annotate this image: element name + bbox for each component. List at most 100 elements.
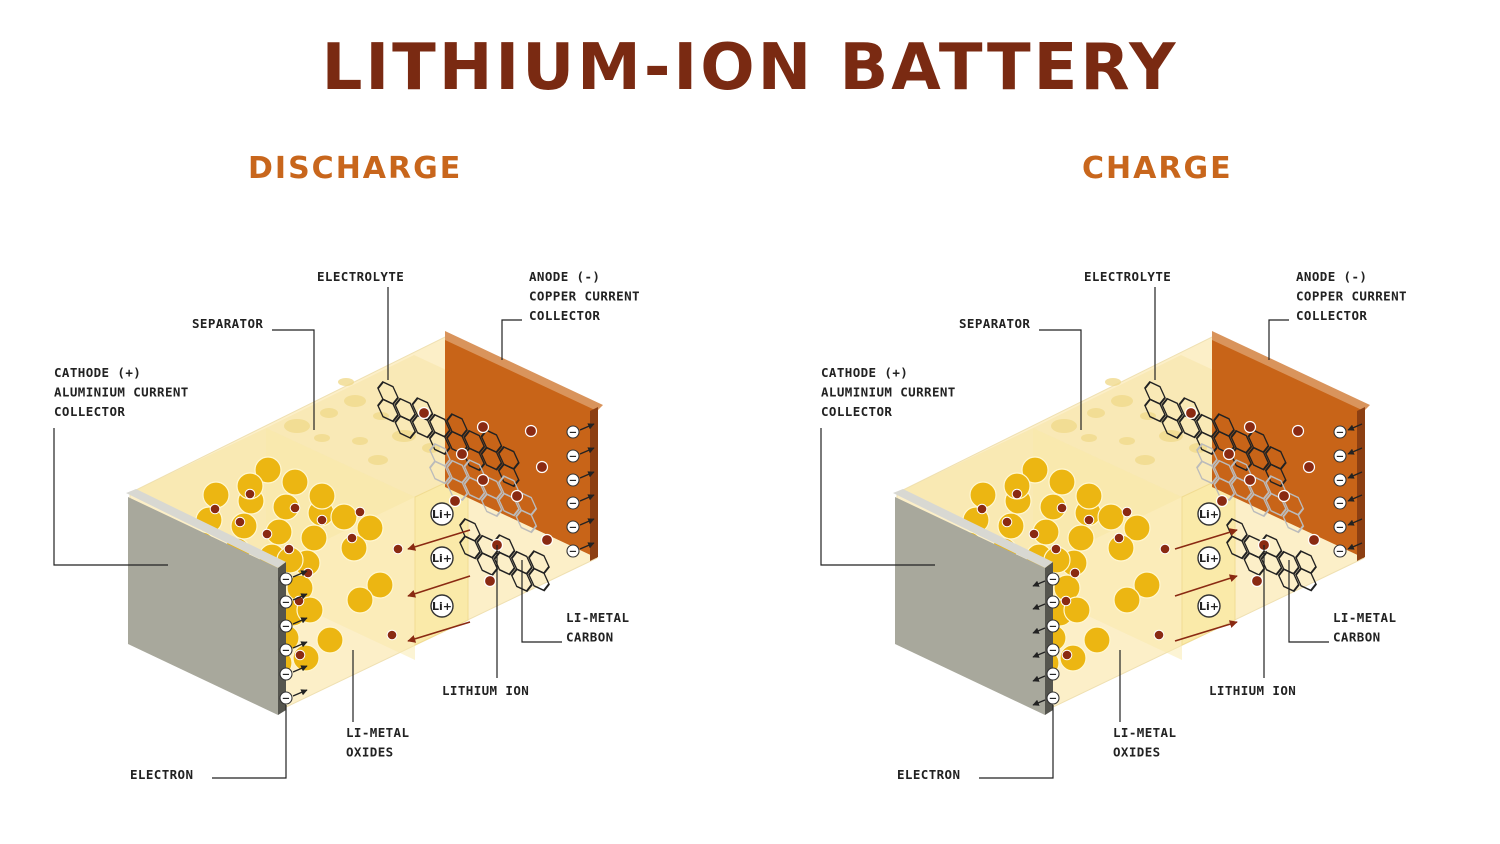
lithium-atom-cathode — [1029, 529, 1039, 539]
electron-cathode-label: − — [1049, 575, 1057, 586]
electron-leader — [212, 705, 286, 778]
lithium-atom-anode — [1293, 426, 1304, 437]
lithium-atom-cathode — [355, 507, 365, 517]
li-metal-oxides-label: LI-METAL — [346, 725, 409, 740]
electron-cathode-label: − — [1049, 622, 1057, 633]
lithium-ion-symbol-label: Li+ — [1199, 552, 1219, 565]
li-metal-oxide-particle — [998, 513, 1024, 539]
cathode-label: ALUMINIUM CURRENT — [54, 385, 189, 400]
lithium-ion-symbol-label: Li+ — [1199, 600, 1219, 613]
bubble — [368, 455, 388, 465]
electron-cathode-label: − — [1049, 646, 1057, 657]
lithium-atom-anode — [512, 491, 523, 502]
bubble — [1135, 455, 1155, 465]
electron-cathode-label: − — [1049, 598, 1057, 609]
lithium-atom-cathode — [1114, 533, 1124, 543]
lithium-atom-anode — [1224, 449, 1235, 460]
li-metal-oxide-particle — [1084, 627, 1110, 653]
lithium-atom-cathode — [347, 533, 357, 543]
lithium-atom-anode — [1245, 422, 1256, 433]
lithium-atom-cathode — [1122, 507, 1132, 517]
lithium-atom-cathode — [1002, 517, 1012, 527]
electron-leader — [979, 705, 1053, 778]
electron-anode-label: − — [1336, 476, 1344, 487]
bubble — [314, 434, 330, 442]
li-metal-oxide-particle — [1049, 469, 1075, 495]
anode-collector-side-edge — [1357, 407, 1365, 561]
li-metal-oxides-label: OXIDES — [346, 745, 394, 760]
lithium-atom-anode — [1279, 491, 1290, 502]
separator-label: SEPARATOR — [192, 316, 263, 331]
lithium-atom-anode — [450, 496, 461, 507]
anode-leader — [502, 320, 522, 360]
li-metal-oxide-particle — [231, 513, 257, 539]
lithium-ion-label: LITHIUM ION — [442, 683, 529, 698]
lithium-atom-cathode — [1051, 544, 1061, 554]
electron-label: ELECTRON — [897, 767, 960, 782]
lithium-atom-anode — [478, 422, 489, 433]
electrolyte-label: ELECTROLYTE — [1084, 269, 1171, 284]
cathode-label: ALUMINIUM CURRENT — [821, 385, 956, 400]
lithium-atom-cathode — [1084, 515, 1094, 525]
electron-anode-label: − — [569, 547, 577, 558]
anode-label: COPPER CURRENT — [529, 289, 640, 304]
lithium-atom-cathode — [262, 529, 272, 539]
li-metal-oxide-particle — [282, 469, 308, 495]
cathode-label: COLLECTOR — [54, 404, 125, 419]
lithium-atom-anode — [478, 475, 489, 486]
anode-collector-side-edge — [590, 407, 598, 561]
li-metal-carbon-label: CARBON — [1333, 630, 1381, 645]
lithium-atom-anode — [1309, 535, 1320, 546]
lithium-ion-symbol-label: Li+ — [432, 600, 452, 613]
li-metal-oxide-particle — [331, 504, 357, 530]
electron-label: ELECTRON — [130, 767, 193, 782]
anode-label: ANODE (-) — [529, 269, 600, 284]
li-metal-oxide-particle — [1068, 525, 1094, 551]
lithium-atom-anode — [419, 408, 430, 419]
li-metal-oxides-label: LI-METAL — [1113, 725, 1176, 740]
lithium-atom-cathode — [317, 515, 327, 525]
cathode-label: CATHODE (+) — [821, 365, 908, 380]
lithium-atom-cathode — [977, 504, 987, 514]
li-metal-oxide-particle — [1098, 504, 1124, 530]
li-metal-oxide-particle — [1076, 483, 1102, 509]
bubble — [338, 378, 354, 386]
lithium-atom-anode — [542, 535, 553, 546]
bubble — [1119, 437, 1135, 445]
li-metal-oxide-particle — [309, 483, 335, 509]
anode-label: COPPER CURRENT — [1296, 289, 1407, 304]
li-metal-carbon-label: LI-METAL — [566, 610, 629, 625]
li-metal-oxides-label: OXIDES — [1113, 745, 1161, 760]
anode-label: COLLECTOR — [529, 308, 600, 323]
lithium-atom-cathode — [245, 489, 255, 499]
bubble — [1105, 378, 1121, 386]
electron-cathode-label: − — [1049, 694, 1057, 705]
li-metal-carbon-label: LI-METAL — [1333, 610, 1396, 625]
lithium-atom-anode — [1186, 408, 1197, 419]
li-metal-oxide-particle — [1114, 587, 1140, 613]
li-metal-oxide-particle — [347, 587, 373, 613]
electron-anode-label: − — [569, 452, 577, 463]
lithium-atom-anode — [1217, 496, 1228, 507]
bubble — [1051, 419, 1077, 433]
lithium-atom-cathode — [1070, 568, 1080, 578]
lithium-atom-anode — [1245, 475, 1256, 486]
anode-label: COLLECTOR — [1296, 308, 1367, 323]
lithium-ion-symbol-label: Li+ — [1199, 508, 1219, 521]
lithium-atom-anode — [526, 426, 537, 437]
lithium-atom-cathode — [303, 568, 313, 578]
lithium-atom-cathode — [290, 503, 300, 513]
bubble — [352, 437, 368, 445]
electrolyte-label: ELECTROLYTE — [317, 269, 404, 284]
li-metal-oxide-particle — [301, 525, 327, 551]
discharge-diagram: Li+Li+Li+−−−−−−−−−−−−ELECTROLYTESEPARATO… — [0, 0, 750, 844]
lithium-atom-anode — [1304, 462, 1315, 473]
lithium-atom-cathode — [387, 630, 397, 640]
lithium-atom-cathode — [210, 504, 220, 514]
lithium-ion-symbol-label: Li+ — [432, 552, 452, 565]
bubble — [1087, 408, 1105, 418]
lithium-atom-cathode — [295, 650, 305, 660]
lithium-atom-anode — [537, 462, 548, 473]
electron-anode-label: − — [569, 523, 577, 534]
bubble — [1111, 395, 1133, 407]
